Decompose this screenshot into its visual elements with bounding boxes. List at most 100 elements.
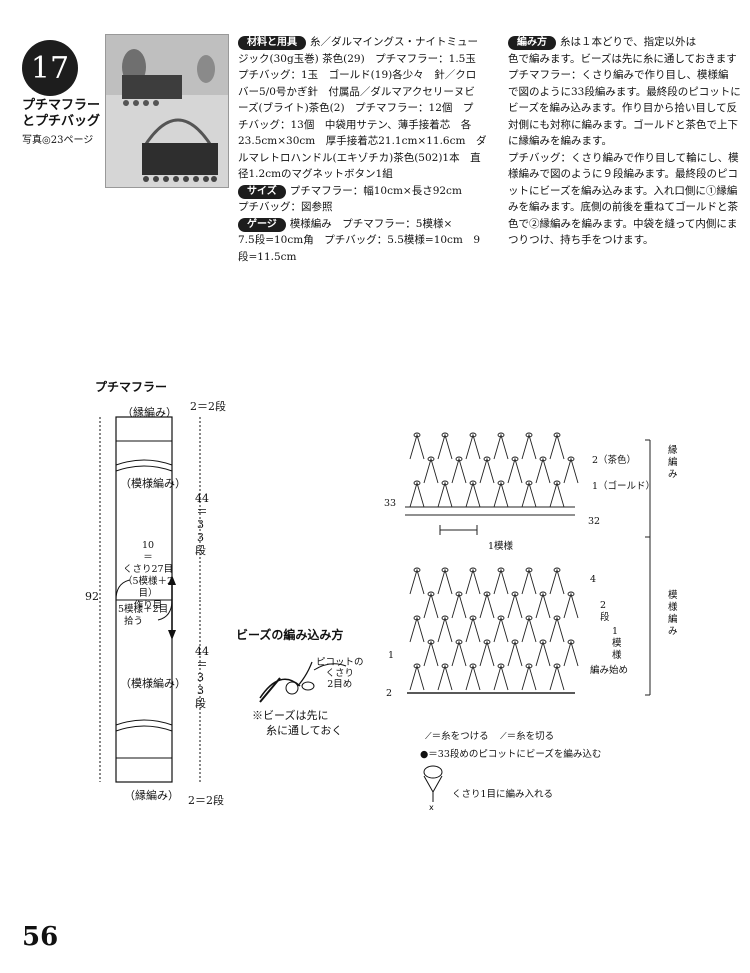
chain-mark	[427, 456, 435, 462]
stitch-mark	[521, 664, 537, 691]
chain-mark	[483, 456, 491, 462]
stitch-mark	[535, 592, 551, 619]
chain-mark	[539, 456, 547, 462]
chart-one-repeat: 1模様	[488, 541, 514, 552]
project-number-badge: 17	[22, 40, 78, 96]
legend-bead: ●＝33段めのピコットにビーズを編み込む	[420, 749, 602, 760]
chain-mark	[455, 456, 463, 462]
stitch-mark	[493, 664, 509, 691]
chain-mark	[483, 591, 491, 597]
chain-mark	[567, 639, 575, 645]
chain-mark	[441, 480, 449, 486]
attach-yarn-icon: ⟋	[425, 731, 432, 742]
chain-mark	[441, 432, 449, 438]
chart-row-33: 33	[384, 498, 397, 509]
scarf-pattern-bottom: （模様編み）	[120, 677, 186, 690]
photo-reference: 写真◎23ページ	[22, 135, 94, 146]
chain-mark	[413, 615, 421, 621]
stitch-mark	[465, 481, 481, 508]
stitch-mark	[451, 592, 467, 619]
materials-section: 材料と用具糸／ダルマイングス・ナイトミュー ジック(30g玉巻) 茶色(29) …	[238, 34, 506, 265]
chain-mark	[539, 639, 547, 645]
chain-mark	[567, 456, 575, 462]
stitch-mark	[507, 457, 523, 484]
stitch-mark	[479, 592, 495, 619]
chart-color-brown: 2（茶色）	[592, 455, 637, 466]
bead-picot-label: ピコットの くさり 2目め	[316, 657, 364, 690]
chain-mark	[469, 663, 477, 669]
scarf-length-bottom: 44 ＝ 33段	[195, 645, 209, 710]
stitch-mark	[521, 616, 537, 643]
chart-edge-label: 縁編み	[668, 445, 678, 480]
chain-mark	[413, 663, 421, 669]
crochet-chart	[405, 432, 651, 696]
stitch-mark	[465, 664, 481, 691]
chain-mark	[525, 663, 533, 669]
chain-mark	[469, 615, 477, 621]
chain-mark	[525, 432, 533, 438]
chain-symbol-icon: x	[423, 765, 443, 812]
stitch-mark	[493, 481, 509, 508]
gauge-tag: ゲージ	[238, 217, 286, 232]
scarf-total-length: 92	[85, 590, 99, 603]
stitch-mark	[521, 481, 537, 508]
chain-mark	[497, 480, 505, 486]
stitch-mark	[465, 433, 481, 460]
chain-mark	[553, 480, 561, 486]
scarf-rows-bottom: 2＝2段	[188, 794, 224, 807]
method-section: 編み方糸は１本どりで、指定以外は 色で編みます。ビーズは先に糸に通しておきます …	[508, 36, 741, 246]
stitch-mark	[437, 433, 453, 460]
stitch-mark	[549, 481, 565, 508]
scarf-schematic	[99, 416, 201, 783]
scarf-pattern-top: （模様編み）	[120, 477, 186, 490]
chain-mark	[497, 432, 505, 438]
stitch-mark	[451, 640, 467, 667]
stitch-mark	[409, 481, 425, 508]
bead-illustration	[259, 661, 347, 703]
chain-mark	[483, 639, 491, 645]
stitch-mark	[423, 640, 439, 667]
stitch-mark	[493, 433, 509, 460]
chain-mark	[455, 639, 463, 645]
chart-pattern-label: 模様編み	[668, 590, 678, 637]
stitch-mark	[563, 592, 579, 619]
chart-row-2: 2	[386, 688, 393, 699]
chain-mark	[497, 615, 505, 621]
chain-mark	[427, 639, 435, 645]
legend-chain: くさり1目に編み入れる	[452, 789, 554, 800]
project-title: プチマフラー とプチバッグ	[22, 98, 101, 129]
chain-mark	[413, 480, 421, 486]
chain-mark	[525, 567, 533, 573]
gauge-section: ゲージ模様編み プチマフラー：5模様×	[238, 216, 506, 233]
chain-mark	[455, 591, 463, 597]
chain-mark	[567, 591, 575, 597]
chart-two-rows: 2段	[600, 600, 610, 623]
chain-mark	[553, 663, 561, 669]
stitch-mark	[563, 640, 579, 667]
svg-text:x: x	[429, 803, 434, 812]
bead-title: ビーズの編み込み方	[236, 628, 344, 642]
stitch-mark	[465, 568, 481, 595]
stitch-mark	[409, 568, 425, 595]
stitch-mark	[423, 457, 439, 484]
chart-one-pattern: 1模様	[612, 626, 622, 661]
chart-start: 編み始め	[590, 665, 629, 676]
scarf-edge-bottom: （縁編み）	[124, 789, 179, 802]
materials-tag: 材料と用具	[238, 36, 306, 50]
stitch-mark	[549, 616, 565, 643]
stitch-mark	[409, 616, 425, 643]
stitch-mark	[493, 568, 509, 595]
stitch-mark	[549, 664, 565, 691]
method-tag: 編み方	[508, 36, 556, 50]
chain-mark	[497, 663, 505, 669]
chain-mark	[469, 480, 477, 486]
stitch-mark	[479, 640, 495, 667]
chain-mark	[511, 639, 519, 645]
bead-icon: ●	[420, 749, 429, 760]
page-number: 56	[22, 922, 59, 952]
bead-note: ※ビーズは先に 糸に通しておく	[252, 709, 343, 737]
stitch-mark	[409, 433, 425, 460]
chain-mark	[511, 591, 519, 597]
stitch-mark	[437, 568, 453, 595]
chain-mark	[427, 591, 435, 597]
